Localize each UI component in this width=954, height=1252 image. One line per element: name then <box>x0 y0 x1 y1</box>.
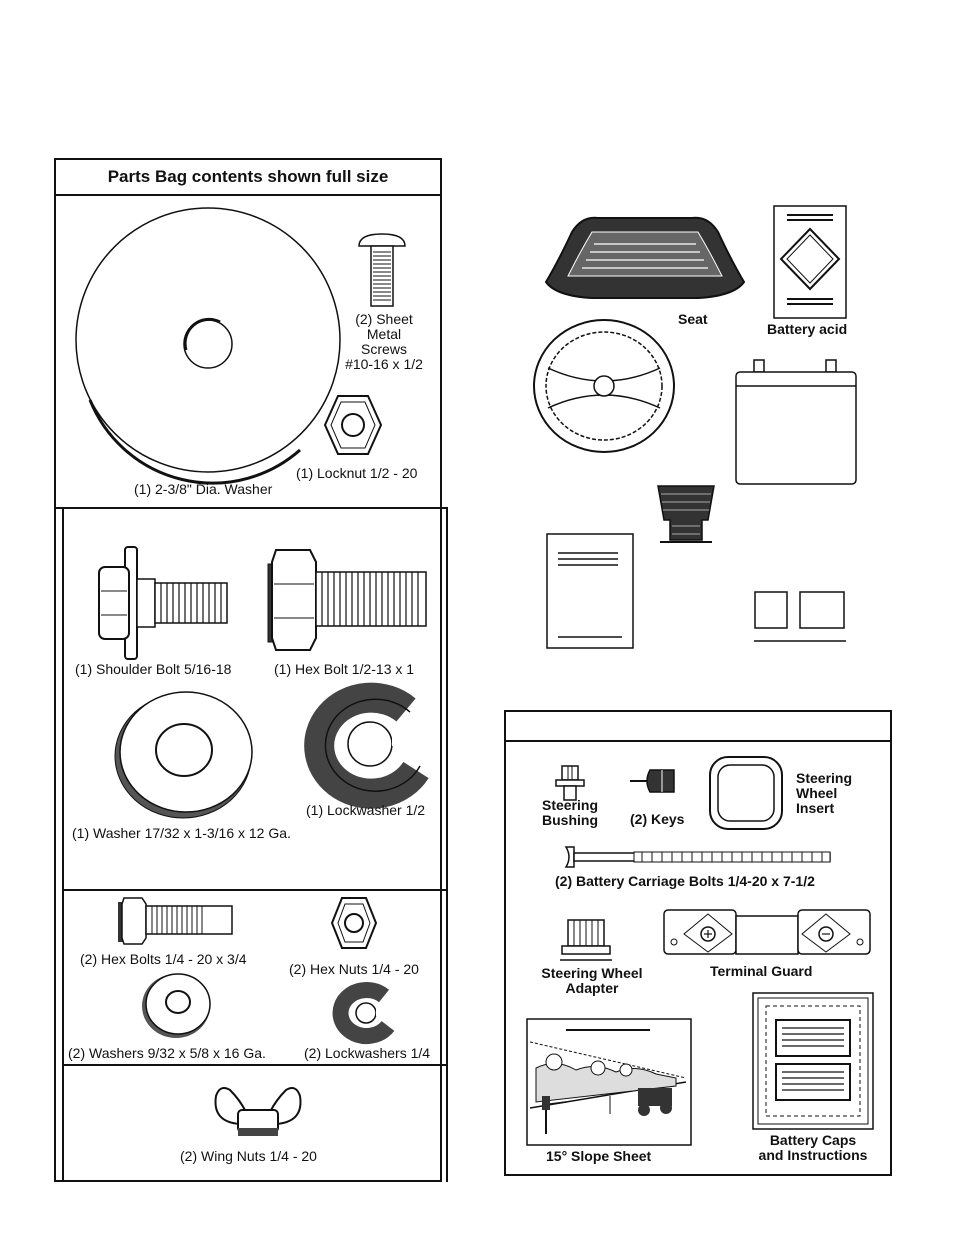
shoulder-bolt-label: (1) Shoulder Bolt 5/16-18 <box>75 661 232 677</box>
section-border <box>446 507 448 1182</box>
battery-illustration <box>735 359 857 485</box>
steering-wheel-insert-label: Steering Wheel Insert <box>796 770 853 816</box>
steering-wheel-adapter-illustration <box>560 919 612 961</box>
large-washer-label: (1) 2-3/8" Dia. Washer <box>134 481 273 497</box>
manual-booklet-illustration <box>546 533 634 649</box>
lockwashers-label: (2) Lockwashers 1/4 <box>304 1045 431 1061</box>
locknut-label: (1) Locknut 1/2 - 20 <box>296 465 418 481</box>
sheet-metal-screw-illustration <box>358 233 406 307</box>
steering-bushing-label: Steering Bushing <box>541 797 598 828</box>
small-hex-bolt-illustration <box>118 897 233 945</box>
steering-wheel-adapter-label: Steering Wheel Adapter <box>541 965 643 996</box>
terminal-guard-label: Terminal Guard <box>710 963 813 979</box>
steering-wheel-insert-illustration <box>709 756 783 830</box>
slope-sheet-illustration <box>526 1018 692 1146</box>
terminal-guard-illustration <box>663 909 871 955</box>
steering-boot-illustration <box>657 485 715 543</box>
battery-acid-illustration <box>773 205 847 319</box>
section-divider <box>62 889 448 891</box>
hex-nuts-label: (2) Hex Nuts 1/4 - 20 <box>289 961 419 977</box>
carriage-bolt-illustration <box>564 846 831 868</box>
steering-bushing-illustration <box>555 765 585 801</box>
lockwasher-illustration <box>304 682 429 809</box>
section-divider <box>54 507 446 509</box>
hex-bolt-illustration <box>267 549 427 651</box>
battery-carriage-bolts-label: (2) Battery Carriage Bolts 1/4-20 x 7-1/… <box>555 873 815 889</box>
steering-wheel-illustration <box>533 319 675 453</box>
keys-label: (2) Keys <box>630 811 685 827</box>
hex-nut-illustration <box>330 897 378 949</box>
small-washer-illustration <box>142 973 211 1038</box>
hex-bolt-label: (1) Hex Bolt 1/2-13 x 1 <box>274 661 415 677</box>
parts-bag-title: Parts Bag contents shown full size <box>107 167 389 186</box>
wing-nut-illustration <box>214 1087 302 1136</box>
slope-sheet-label: 15° Slope Sheet <box>546 1148 652 1164</box>
key-illustration <box>630 769 675 793</box>
loose-parts-panel <box>504 710 892 1176</box>
washer-label: (1) Washer 17/32 x 1-3/16 x 12 Ga. <box>72 825 291 841</box>
seat-illustration <box>544 216 746 299</box>
sheet-metal-screws-label: (2) Sheet Metal Screws #10-16 x 1/2 <box>345 311 423 372</box>
panel-header-divider <box>504 740 892 742</box>
decal-sheet-illustration <box>754 591 846 642</box>
hex-bolts-label: (2) Hex Bolts 1/4 - 20 x 3/4 <box>80 951 247 967</box>
battery-acid-label: Battery acid <box>767 321 848 337</box>
battery-caps-label: Battery Caps and Instructions <box>758 1132 868 1163</box>
washer-illustration <box>114 691 253 819</box>
section-divider <box>62 1064 448 1066</box>
seat-label: Seat <box>678 311 708 327</box>
locknut-illustration <box>323 395 383 455</box>
shoulder-bolt-illustration <box>98 546 228 660</box>
small-lockwasher-illustration <box>332 982 396 1045</box>
parts-bag-title-box <box>54 158 442 196</box>
battery-caps-illustration <box>752 992 874 1130</box>
large-washer-illustration <box>75 207 341 485</box>
washers-label: (2) Washers 9/32 x 5/8 x 16 Ga. <box>68 1045 266 1061</box>
lockwasher-label: (1) Lockwasher 1/2 <box>306 802 426 818</box>
wing-nuts-label: (2) Wing Nuts 1/4 - 20 <box>180 1148 317 1164</box>
section-border <box>62 507 64 1182</box>
